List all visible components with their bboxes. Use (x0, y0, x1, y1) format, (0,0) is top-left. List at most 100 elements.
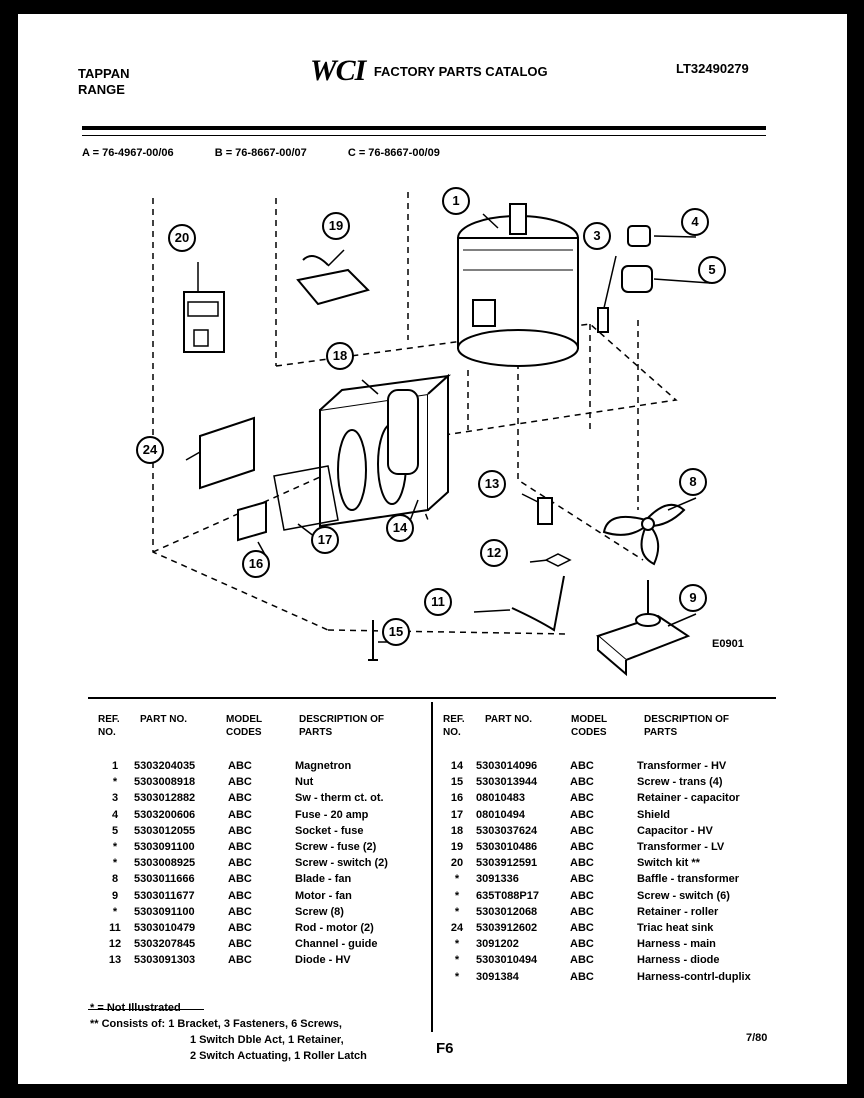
cell-desc: Blade - fan (295, 873, 352, 886)
hdr-ref-left: REF. NO. (98, 714, 120, 738)
cell-desc: Screw - trans (4) (637, 776, 723, 789)
cell-part: 5303204035 (134, 760, 196, 772)
cell-ref: 13 (108, 954, 122, 967)
footnote-switch-kit-1: ** Consists of: 1 Bracket, 3 Fasteners, … (90, 1018, 342, 1030)
cell-model: ABC (228, 873, 252, 886)
cell-ref: 5 (111, 824, 119, 837)
cell-desc: Harness - main (637, 938, 716, 951)
cell-ref: 3 (111, 792, 119, 805)
cell-ref: 1 (111, 760, 119, 772)
callout-13: 13 (478, 470, 506, 498)
cell-ref: 18 (450, 824, 464, 837)
hdr-desc-right: DESCRIPTION OF PARTS (644, 714, 730, 738)
catalog-header: WCI FACTORY PARTS CATALOG (310, 54, 548, 88)
hdr-desc-left: DESCRIPTION OF PARTS (299, 714, 385, 738)
rod-drawing (511, 575, 565, 632)
cell-model: ABC (570, 808, 594, 821)
cell-part: 5303010494 (476, 954, 538, 967)
cell-desc: Capacitor - HV (637, 824, 713, 837)
cell-desc: Transformer - LV (637, 841, 725, 853)
revision-date: 7/80 (746, 1032, 768, 1044)
cell-ref: * (112, 857, 118, 870)
cell-model: ABC (570, 938, 594, 951)
callout-11: 11 (424, 588, 452, 616)
cell-part: 5303912602 (476, 922, 538, 934)
cell-ref: * (112, 841, 118, 853)
switch-bracket-drawing (183, 291, 225, 353)
cell-model: ABC (570, 889, 594, 902)
cell-ref: * (454, 873, 460, 886)
cell-desc: Diode - HV (295, 954, 351, 967)
cell-part: 5303008925 (134, 857, 196, 870)
cell-model: ABC (570, 776, 594, 789)
cell-part: 3091202 (476, 938, 519, 951)
callout-1: 1 (442, 187, 470, 215)
cell-model: ABC (228, 922, 252, 934)
cell-part: 5303200606 (134, 808, 196, 821)
cell-desc: Magnetron (295, 760, 352, 772)
callout-24: 24 (136, 436, 164, 464)
figure-code: E0901 (712, 638, 744, 650)
cell-model: ABC (570, 857, 594, 870)
cell-model: ABC (228, 776, 252, 789)
parts-sheet: TAPPAN RANGE WCI FACTORY PARTS CATALOG L… (18, 14, 847, 1084)
cell-part: 5303010486 (476, 841, 538, 853)
cell-ref: * (454, 938, 460, 951)
cell-ref: 17 (450, 808, 464, 821)
cell-part: 5303012882 (134, 792, 196, 805)
cell-model: ABC (228, 954, 252, 967)
cell-part: 08010483 (476, 792, 525, 805)
brand-block: TAPPAN RANGE (78, 66, 130, 98)
cell-ref: 16 (450, 792, 464, 805)
cell-model: ABC (570, 841, 594, 853)
cell-model: ABC (228, 857, 252, 870)
screw-drawing (368, 620, 378, 661)
cell-part: 5303012055 (134, 824, 196, 837)
callout-14: 14 (386, 514, 414, 542)
cell-model: ABC (228, 760, 252, 772)
cell-desc: Rod - motor (2) (295, 922, 374, 934)
cell-desc: Socket - fuse (295, 824, 364, 837)
cell-model: ABC (228, 808, 252, 821)
hdr-part-right: PART NO. (485, 714, 533, 725)
callout-4: 4 (681, 208, 709, 236)
cell-desc: Shield (637, 808, 671, 821)
footnote-rule (88, 1009, 204, 1010)
cell-desc: Screw - fuse (2) (295, 841, 377, 853)
cell-ref: * (112, 905, 118, 918)
cell-desc: Sw - therm ct. ot. (295, 792, 384, 805)
brand-line-2: RANGE (78, 82, 125, 97)
callout-19: 19 (322, 212, 350, 240)
cell-model: ABC (228, 841, 252, 853)
catalog-title: FACTORY PARTS CATALOG (373, 63, 548, 79)
table-top-rule (88, 697, 776, 699)
footnote-switch-kit-3: 2 Switch Actuating, 1 Roller Latch (190, 1050, 367, 1062)
heat-sink-drawing (199, 416, 255, 490)
cell-desc: Harness - diode (637, 954, 720, 967)
callout-20: 20 (168, 224, 196, 252)
cell-ref: * (454, 954, 460, 967)
cell-ref: 20 (450, 857, 464, 870)
cell-part: 635T088P17 (476, 889, 539, 902)
retainer-drawing (237, 500, 267, 542)
cell-ref: * (112, 776, 118, 789)
exploded-parts-diagram (152, 192, 711, 677)
cell-part: 5303207845 (134, 938, 196, 951)
header-rule-thin (82, 135, 766, 136)
cell-model: ABC (570, 954, 594, 967)
cell-model: ABC (228, 824, 252, 837)
cell-part: 5303091303 (134, 954, 196, 967)
cell-ref: 4 (111, 808, 119, 821)
cell-ref: 14 (450, 760, 464, 772)
fan-motor-drawing (596, 580, 691, 677)
cell-model: ABC (570, 922, 594, 934)
model-codes-line: A = 76-4967-00/06 B = 76-8667-00/07 C = … (82, 147, 478, 159)
cell-part: 5303012068 (476, 905, 538, 918)
cell-desc: Retainer - capacitor (637, 792, 740, 805)
cell-part: 5303011666 (134, 873, 195, 886)
cell-part: 5303037624 (476, 824, 538, 837)
cell-desc: Baffle - transformer (637, 873, 740, 886)
header-rule-thick (82, 126, 766, 130)
cell-model: ABC (570, 970, 594, 983)
cell-ref: 15 (450, 776, 464, 789)
